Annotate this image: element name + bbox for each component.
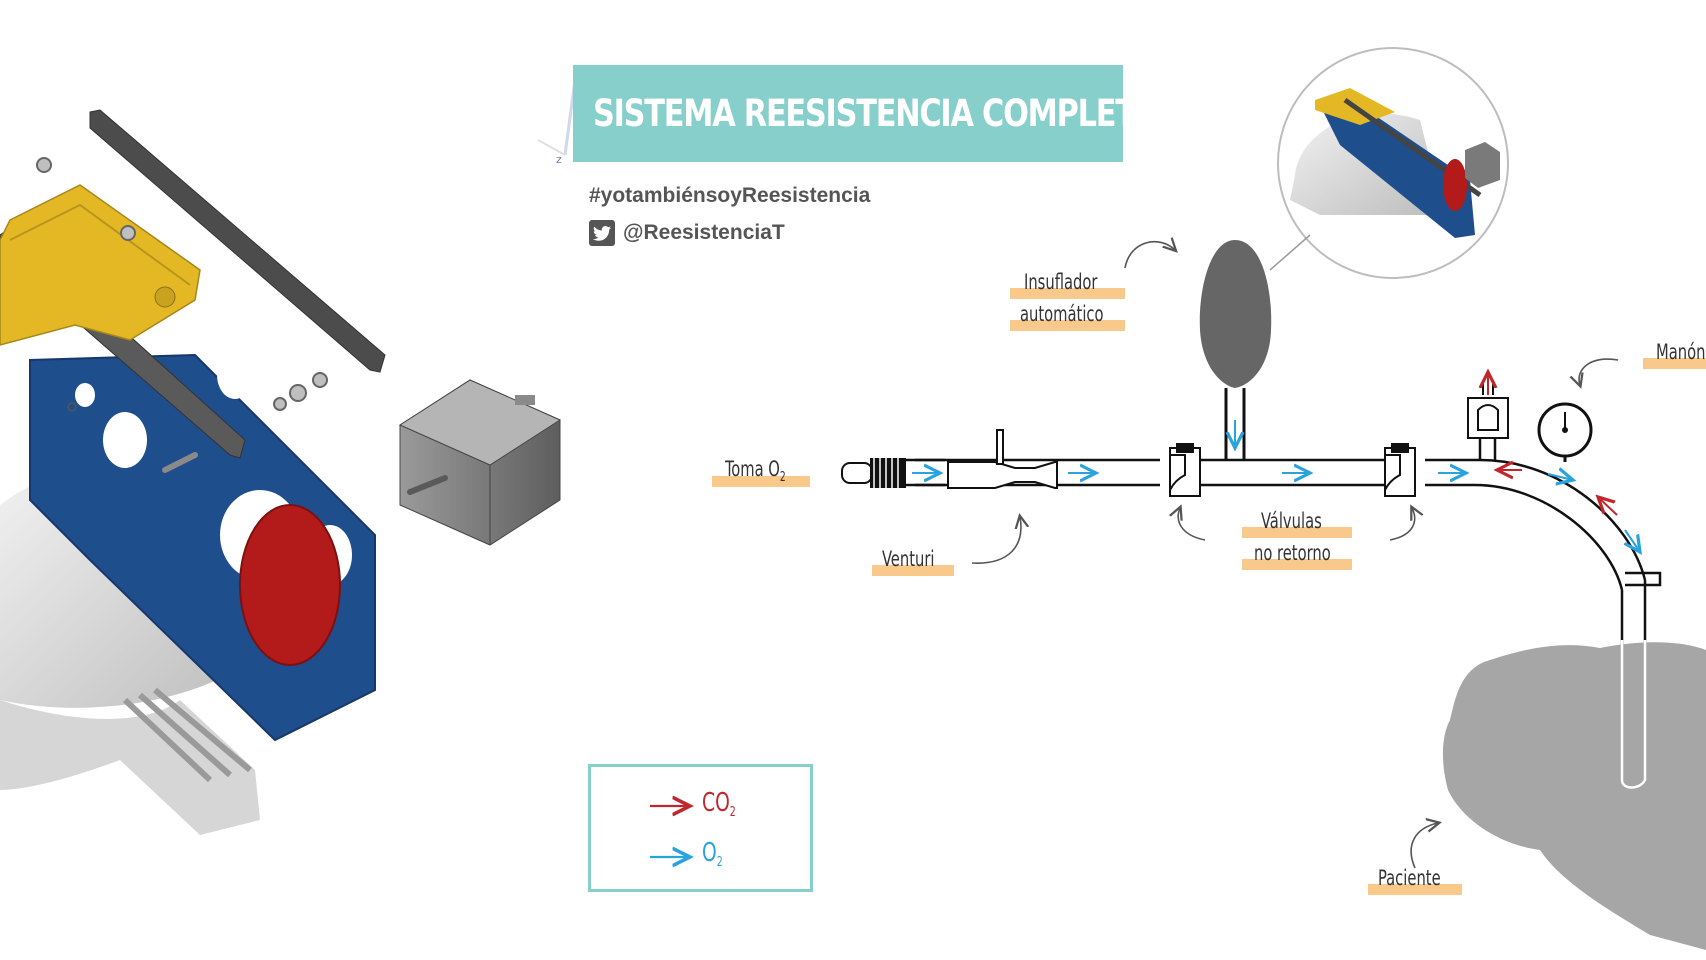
twitter-handle: @ReesistenciaT	[623, 221, 785, 244]
hashtag: #yotambiénsoyReesistencia	[589, 184, 871, 207]
legend-co2-label: CO2	[702, 788, 736, 820]
toma-connector	[841, 458, 945, 488]
axis-indicator	[537, 79, 577, 156]
patient-silhouette	[1442, 642, 1706, 950]
label-venturi: Venturi	[882, 547, 935, 571]
label-manometro: Manón	[1656, 340, 1706, 364]
legend-o2-label: O2	[702, 838, 723, 870]
manometer-gauge	[1537, 402, 1593, 462]
venturi-tube	[947, 429, 1058, 489]
check-valve-2	[1384, 443, 1416, 497]
legend-box	[588, 764, 813, 892]
insuflador-bag	[1199, 240, 1272, 388]
page-title: SISTEMA REESISTENCIA COMPLETO	[593, 92, 1160, 135]
stepper-motor	[398, 379, 562, 546]
label-valvulas-line2: no retorno	[1254, 541, 1331, 565]
twitter-row: @ReesistenciaT	[589, 220, 785, 246]
label-insuflador-line2: automático	[1020, 302, 1104, 326]
pointer-arrows	[971, 242, 1619, 869]
twitter-icon	[589, 220, 615, 246]
dome-base	[0, 700, 260, 835]
arm-bar-long	[89, 109, 386, 373]
svg-text:z: z	[556, 153, 562, 166]
label-paciente: Paciente	[1378, 866, 1441, 890]
inset-circle	[1269, 47, 1509, 279]
label-toma: Toma O2	[725, 457, 786, 485]
flow-arrows	[912, 470, 1640, 552]
exploded-mechanism	[0, 109, 562, 835]
nut	[36, 157, 52, 173]
label-insuflador-line1: Insuflador	[1024, 270, 1098, 294]
yellow-bracket	[0, 184, 201, 346]
title-banner: SISTEMA REESISTENCIA COMPLETO	[573, 65, 1160, 162]
check-valve-1	[1169, 443, 1201, 497]
label-valvulas-line1: Válvulas	[1261, 509, 1322, 533]
red-cam-disc	[239, 504, 341, 666]
